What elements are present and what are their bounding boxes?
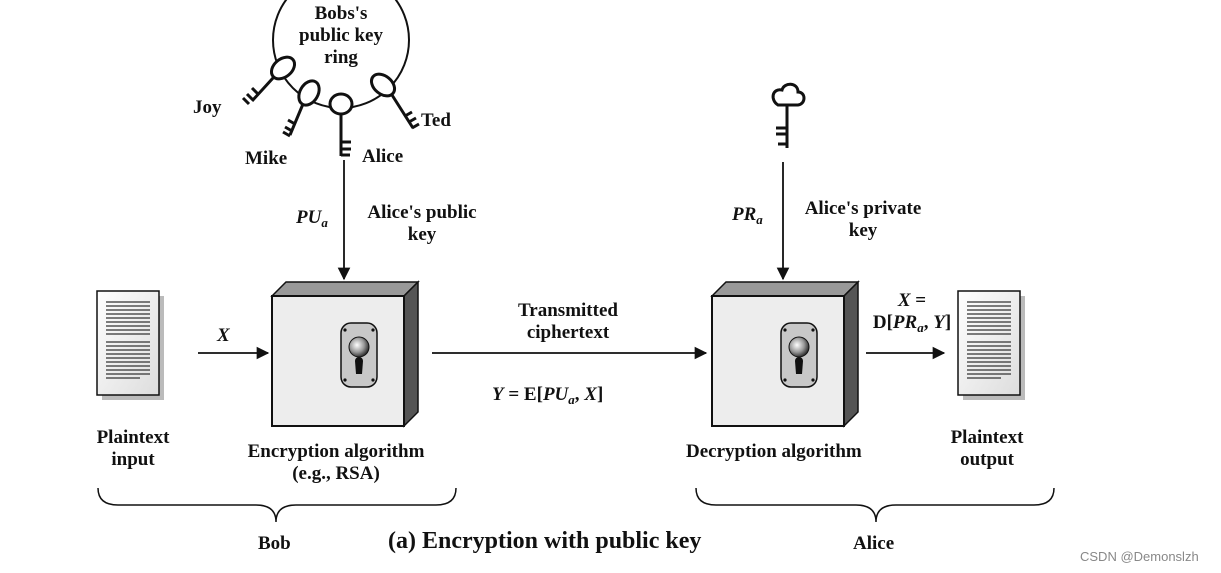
alice-brace bbox=[695, 487, 1055, 523]
plaintext-output-document bbox=[957, 290, 1025, 400]
lock-icon bbox=[340, 322, 378, 388]
figure-caption: (a) Encryption with public key bbox=[388, 528, 702, 554]
unlock-icon bbox=[780, 322, 818, 388]
encryption-box bbox=[270, 280, 420, 428]
watermark: CSDN @Demonslzh bbox=[1080, 549, 1199, 564]
private-key-icon bbox=[771, 82, 806, 148]
encryption-algorithm-label: Encryption algorithm (e.g., RSA) bbox=[247, 441, 425, 484]
output-formula: X = D[PRa, Y] bbox=[872, 290, 952, 335]
decryption-algorithm-label: Decryption algorithm bbox=[686, 441, 862, 462]
plaintext-input-document bbox=[96, 290, 164, 400]
key-label-alice: Alice bbox=[362, 146, 404, 167]
transmitted-ciphertext-label: Transmitted ciphertext bbox=[518, 300, 618, 343]
key-mike-icon bbox=[282, 79, 321, 138]
key-label-ted: Ted bbox=[421, 110, 451, 131]
ciphertext-formula: Y = E[PUa, X] bbox=[492, 384, 604, 407]
key-label-mike: Mike bbox=[245, 148, 288, 169]
key-joy-icon bbox=[241, 55, 297, 106]
private-key-label: Alice's private key bbox=[804, 198, 922, 241]
input-x-label: X bbox=[217, 325, 230, 346]
public-key-label: Alice's public key bbox=[367, 202, 477, 245]
bob-brace bbox=[97, 487, 457, 523]
key-label-joy: Joy bbox=[193, 97, 222, 118]
alice-group-label: Alice bbox=[853, 533, 895, 554]
bob-group-label: Bob bbox=[258, 533, 291, 554]
public-key-symbol: PUa bbox=[296, 207, 328, 230]
private-key-symbol: PRa bbox=[732, 204, 763, 227]
keyring-title: Bobs's public key ring bbox=[299, 3, 383, 68]
plaintext-input-label: Plaintext input bbox=[96, 427, 170, 470]
key-alice-icon bbox=[328, 92, 354, 157]
decryption-box bbox=[710, 280, 860, 428]
key-ted-icon bbox=[369, 72, 420, 130]
plaintext-output-label: Plaintext output bbox=[950, 427, 1024, 470]
